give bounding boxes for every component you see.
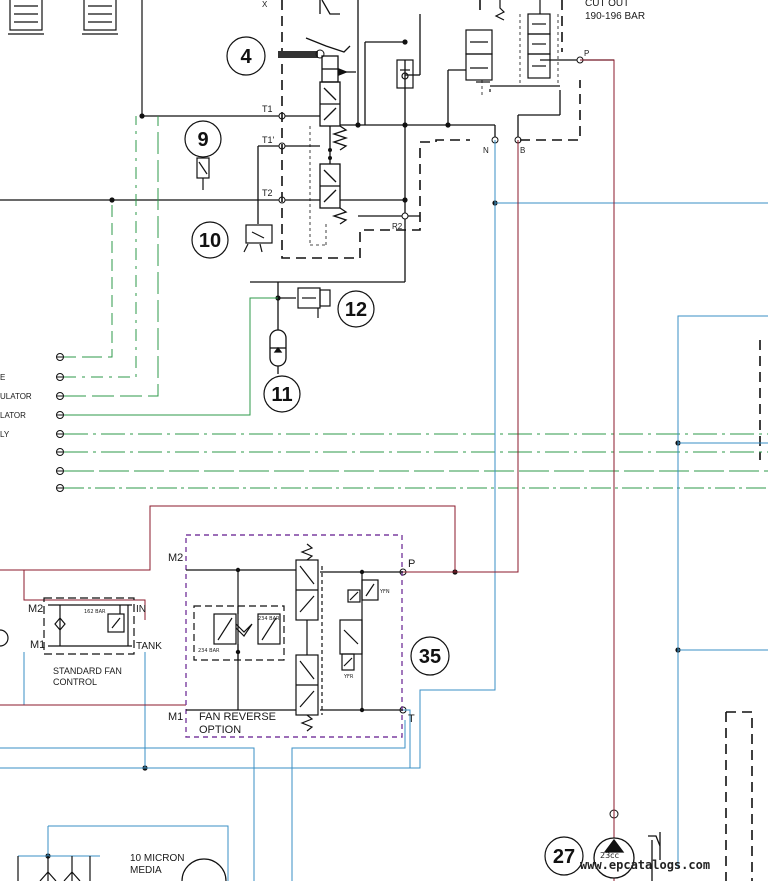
pressure-switch-10: [243, 224, 273, 253]
std-fan-tank-label: TANK: [136, 641, 162, 652]
port-x-label: X: [262, 0, 268, 9]
filter-title-1: 10 MICRON: [130, 853, 184, 864]
std-fan-m2-label: M2: [28, 603, 43, 615]
fan-rev-yfr: YFR: [343, 674, 354, 680]
pressure-switch-9: [196, 157, 210, 190]
callout-9: 9: [197, 129, 208, 151]
directional-valve-stack: [309, 55, 349, 246]
shuttle-valve: [396, 59, 414, 89]
port-circles: [278, 56, 619, 819]
pump-displacement: 23cc: [600, 851, 619, 860]
pilot-line-terminals: [56, 353, 64, 492]
port-b-label: B: [520, 146, 525, 155]
main-black-lines: [0, 0, 614, 330]
pump-27: [593, 832, 661, 881]
port-t1-label: T1: [262, 104, 273, 114]
fan-rev-title-2: OPTION: [199, 724, 241, 736]
cutout-range: 190-196 BAR: [585, 11, 645, 22]
std-fan-relief-label: 162 BAR: [84, 609, 106, 615]
callout-circles: [0, 36, 584, 876]
line-label-4: LY: [0, 430, 10, 439]
port-n-label: N: [483, 146, 489, 155]
watermark: www.epcatalogs.com: [580, 858, 710, 872]
line-label-2: ULATOR: [0, 392, 32, 401]
port-t1-prime-label: T1': [262, 135, 275, 145]
std-fan-title-2: CONTROL: [53, 677, 97, 687]
dashed-boundaries: [281, 0, 761, 881]
fan-rev-p-label: P: [408, 558, 415, 570]
fan-rev-relief-b: 234 BAR: [198, 648, 220, 654]
pilot-lines: [64, 116, 768, 489]
return-lines: [0, 140, 768, 881]
top-left-valve-symbols: [8, 0, 143, 118]
accumulator-11: [269, 329, 287, 374]
line-label-1: E: [0, 373, 5, 382]
callout-4: 4: [240, 46, 252, 68]
cutout-valve-block: [465, 0, 560, 96]
standard-fan-control: [43, 597, 135, 655]
callout-10: 10: [199, 230, 221, 252]
fan-rev-t-label: T: [408, 713, 415, 725]
junction-dots: [45, 39, 681, 859]
fan-reverse-option: [185, 534, 403, 738]
callout-12: 12: [345, 299, 367, 321]
std-fan-m1-label: M1: [30, 639, 45, 651]
fan-rev-m1-label: M1: [168, 711, 183, 723]
fan-rev-relief-a: 234 BAR: [258, 616, 280, 622]
pressure-lines: [0, 59, 615, 881]
filter-title-2: MEDIA: [130, 865, 162, 876]
std-fan-title-1: STANDARD FAN: [53, 666, 122, 676]
port-t2-label: T2: [262, 188, 273, 198]
pressure-switch-12: [297, 287, 331, 318]
lever-actuator: [278, 0, 356, 160]
port-r2-label: R2: [392, 222, 403, 231]
fan-rev-title-1: FAN REVERSE: [199, 711, 276, 723]
std-fan-in-label: IN: [136, 604, 146, 615]
cutout-title: CUT OUT: [585, 0, 629, 9]
line-label-3: LATOR: [0, 411, 26, 420]
fan-rev-m2-label: M2: [168, 552, 183, 564]
callout-35: 35: [419, 646, 441, 668]
callout-11: 11: [271, 384, 292, 406]
filter-10-micron: [17, 856, 227, 881]
fan-rev-yfn: YFN: [379, 589, 390, 595]
port-p-label: P: [584, 49, 589, 58]
callout-27: 27: [553, 846, 575, 868]
